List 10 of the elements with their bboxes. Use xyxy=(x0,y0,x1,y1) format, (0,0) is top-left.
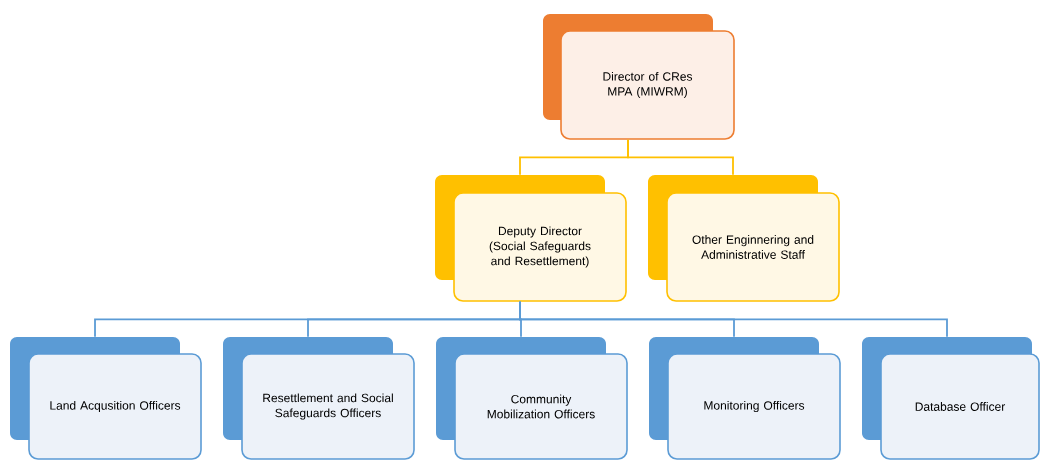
org-box: Community Mobilization Officers xyxy=(436,337,628,460)
connector-line xyxy=(519,300,948,338)
org-box: Resettlement and Social Safeguards Officers xyxy=(223,337,415,460)
org-box: Other Enginnering and Administrative Staff xyxy=(648,175,840,302)
connector-line xyxy=(627,138,734,176)
org-box: Deputy Director (Social Safeguards and Resettlement) xyxy=(435,175,627,302)
org-box: Database Officer xyxy=(862,337,1040,460)
org-box: Director of CRes MPA (MIWRM) xyxy=(543,14,735,140)
org-box: Monitoring Officers xyxy=(649,337,841,460)
org-box: Land Acqusition Officers xyxy=(10,337,202,460)
